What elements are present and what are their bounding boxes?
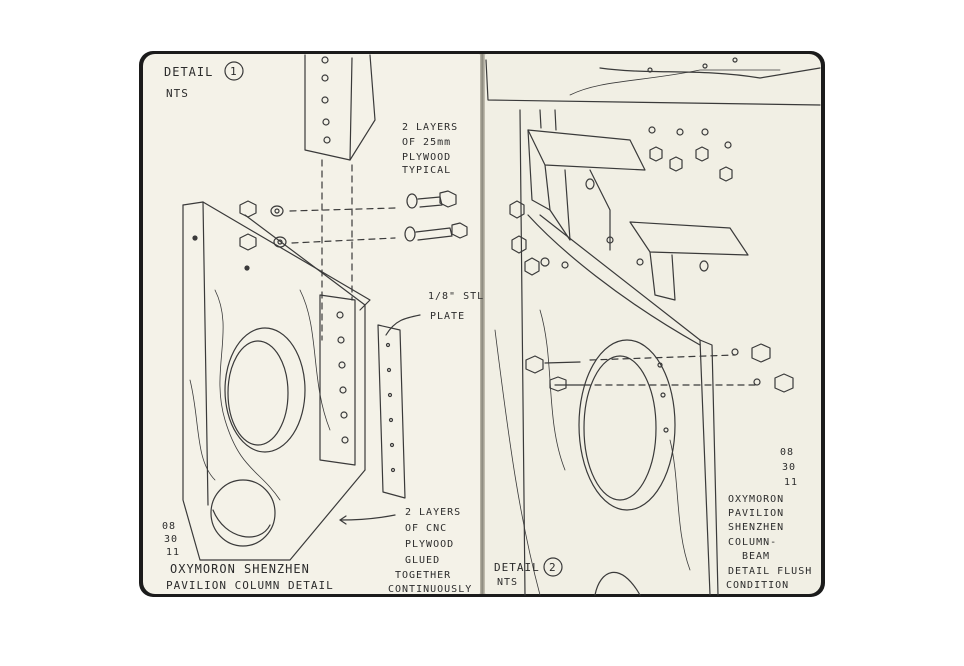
date-2-month: 30	[782, 462, 797, 473]
scale-label: NTS	[166, 87, 189, 100]
note-cnc-line-6: CONTINUOUSLY	[388, 584, 473, 595]
note-plywood-line-4: TYPICAL	[402, 165, 452, 176]
detail-number-circle	[224, 61, 244, 81]
bolt-hardware-sketch	[239, 190, 468, 251]
detail-2-scale: NTS	[497, 577, 519, 588]
column-right-sketch	[494, 109, 719, 596]
note-cnc-line-2: OF CNC	[405, 523, 448, 534]
note-cnc-line-1: 2 LAYERS	[405, 507, 462, 518]
caption-line-2: PAVILION COLUMN DETAIL	[166, 579, 334, 592]
note-cnc-line-3: PLYWOOD	[405, 539, 455, 550]
angle-bracket-sketch	[527, 129, 749, 301]
date-day: 08	[162, 521, 177, 532]
detail-number: 1	[230, 65, 238, 78]
date-month: 30	[164, 534, 179, 545]
note-plywood-line-2: OF 25mm	[402, 137, 452, 148]
detail-2-title: DETAIL	[494, 561, 540, 574]
steel-plate-sketch	[319, 294, 421, 525]
date-year: 11	[166, 547, 181, 558]
left-page	[143, 54, 481, 594]
detail-number-circle-2	[543, 557, 563, 577]
caption-2-line-4: COLUMN-	[728, 537, 778, 548]
right-page	[484, 54, 821, 594]
plywood-column-sketch	[182, 201, 371, 561]
caption-2-line-2: PAVILION	[728, 508, 785, 519]
caption-2-line-5: BEAM	[742, 551, 771, 562]
bolt-hardware-sketch-right	[509, 126, 794, 393]
notebook-gutter	[480, 54, 485, 594]
note-cnc-line-4: GLUED	[405, 555, 441, 566]
upper-column-sketch	[304, 54, 376, 341]
caption-2-line-3: SHENZHEN	[728, 522, 785, 533]
note-plywood-line-1: 2 LAYERS	[402, 122, 459, 133]
note-cnc-line-5: TOGETHER	[395, 570, 452, 581]
caption-line-1: OXYMORON SHENZHEN	[170, 562, 310, 576]
date-2-day: 08	[780, 447, 795, 458]
detail-title: DETAIL	[164, 65, 214, 79]
note-plywood-line-3: PLYWOOD	[402, 152, 452, 163]
beam-sketch	[485, 57, 821, 106]
caption-2-line-6: DETAIL FLUSH	[728, 566, 813, 577]
detail-2-number: 2	[549, 561, 557, 574]
caption-2-line-7: CONDITION	[726, 580, 790, 591]
date-2-year: 11	[784, 477, 799, 488]
note-plate-line-1: 1/8" STL	[428, 291, 485, 302]
note-plate-line-2: PLATE	[430, 311, 466, 322]
caption-2-line-1: OXYMORON	[728, 494, 785, 505]
